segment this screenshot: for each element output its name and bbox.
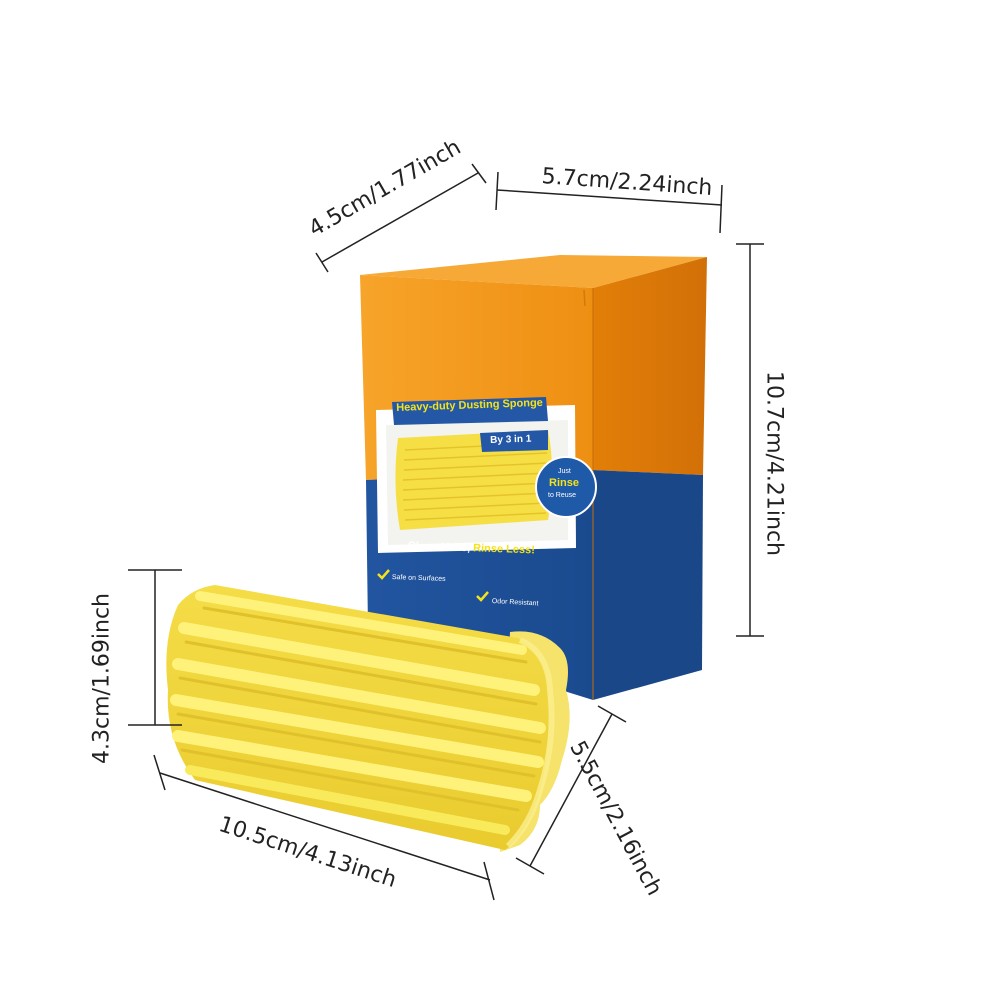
badge-line1: Just bbox=[558, 468, 571, 475]
sponge bbox=[166, 585, 570, 852]
product-box bbox=[360, 255, 707, 700]
sponge-height-label: 4.3cm/1.69inch bbox=[89, 593, 115, 765]
slogan-part1: Clean More, bbox=[407, 540, 474, 555]
badge-line2: Rinse bbox=[549, 477, 579, 489]
badge-line3: to Reuse bbox=[548, 492, 577, 499]
slogan-part2: Rinse Less! bbox=[472, 542, 536, 557]
box-height-label: 10.7cm/4.21inch bbox=[761, 370, 787, 556]
dimension-lines bbox=[128, 163, 764, 901]
box-subtitle: By 3 in 1 bbox=[490, 433, 532, 446]
